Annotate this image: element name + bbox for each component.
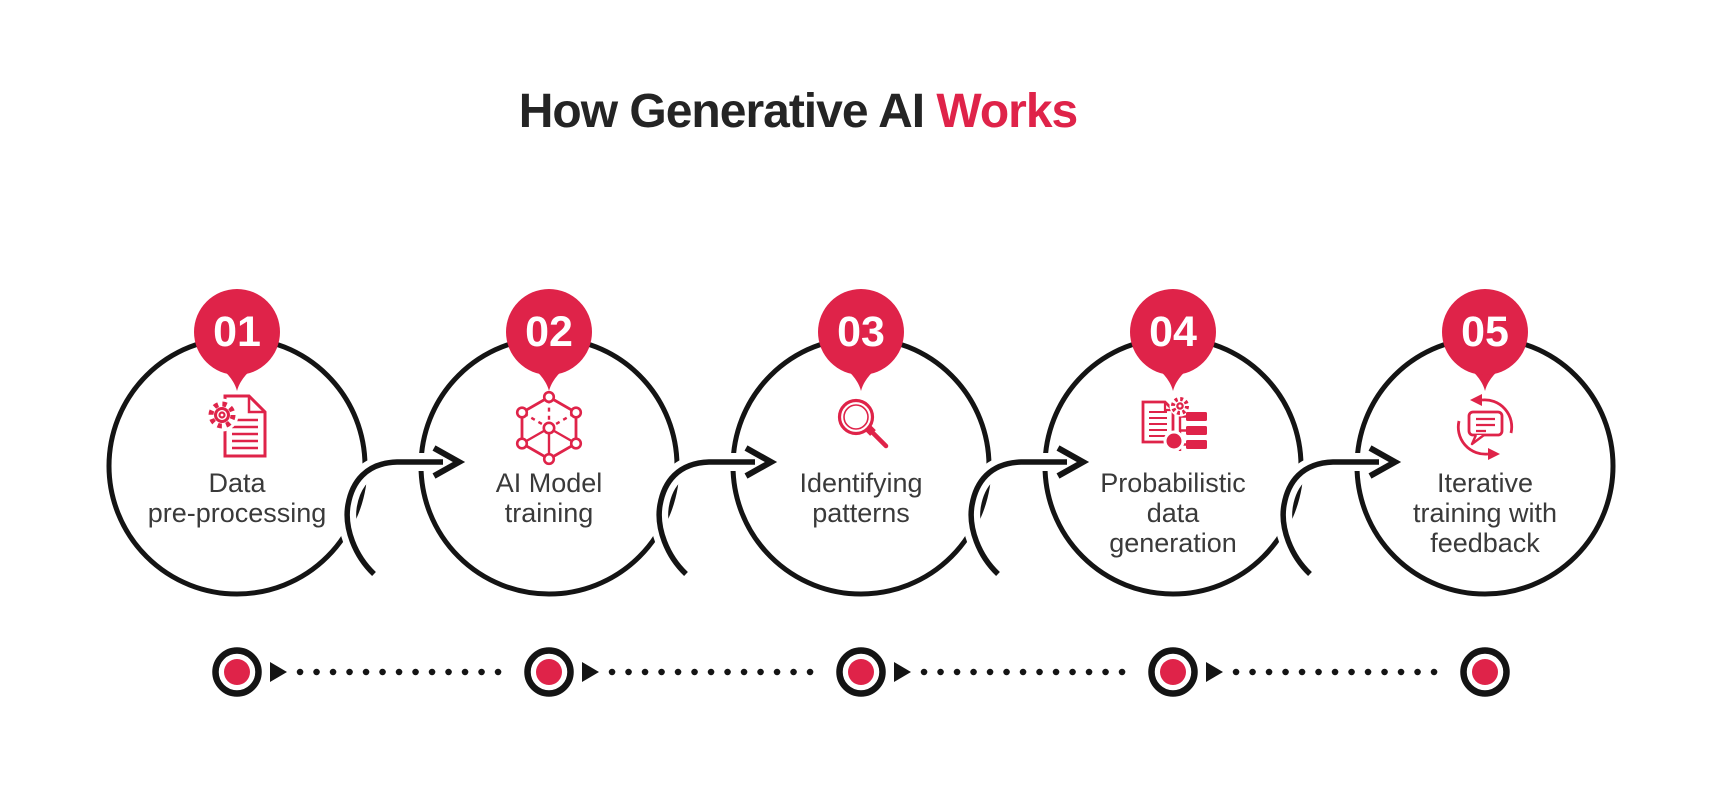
step-number-badge-1: 01 bbox=[213, 308, 261, 356]
arrow-shaft bbox=[1280, 459, 1379, 576]
iterative-training-feedback-icon bbox=[1456, 394, 1514, 460]
step-label-1: Data pre-processing bbox=[147, 468, 327, 528]
timeline-dot bbox=[1160, 659, 1186, 685]
ai-model-training-icon bbox=[515, 390, 583, 466]
badge-pin-4 bbox=[1130, 289, 1216, 391]
timeline-node-5 bbox=[1460, 647, 1510, 697]
timeline-dot bbox=[1472, 659, 1498, 685]
number-badges bbox=[194, 289, 1528, 391]
timeline-play-icon bbox=[270, 662, 287, 682]
probabilistic-data-generation-icon bbox=[1141, 395, 1207, 452]
title-highlight: Works bbox=[936, 85, 1078, 138]
arrow-head-icon bbox=[1056, 445, 1090, 479]
badge-pin-5 bbox=[1442, 289, 1528, 391]
arrow-shaft bbox=[656, 459, 755, 576]
step-number-badge-4: 04 bbox=[1149, 308, 1197, 356]
connector-arrow-1 bbox=[338, 442, 473, 581]
badge-pin-2 bbox=[506, 289, 592, 391]
timeline-dot bbox=[848, 659, 874, 685]
data-preprocessing-icon bbox=[205, 394, 267, 458]
timeline-dot bbox=[536, 659, 562, 685]
step-number-badge-2: 02 bbox=[525, 308, 573, 356]
connector-arrow-3 bbox=[962, 442, 1097, 581]
step-label-5: Iterative training with feedback bbox=[1412, 468, 1558, 558]
step-number-badge-5: 05 bbox=[1461, 308, 1509, 356]
step-label-3: Identifying patterns bbox=[799, 468, 923, 528]
timeline-node-4 bbox=[1148, 647, 1449, 697]
connector-arrow-4 bbox=[1274, 442, 1409, 581]
timeline-node-3 bbox=[836, 647, 1137, 697]
timeline-node-2 bbox=[524, 647, 825, 697]
timeline-play-icon bbox=[582, 662, 599, 682]
badge-pin-3 bbox=[818, 289, 904, 391]
timeline-node-1 bbox=[212, 647, 513, 697]
step-label-4: Probabilistic data generation bbox=[1100, 468, 1246, 558]
badge-pin-1 bbox=[194, 289, 280, 391]
arrow-shaft bbox=[968, 459, 1067, 576]
arrow-head-icon bbox=[744, 445, 778, 479]
identifying-patterns-icon bbox=[837, 398, 889, 449]
timeline-play-icon bbox=[894, 662, 911, 682]
timeline-play-icon bbox=[1206, 662, 1223, 682]
page-title: How Generative AI Works bbox=[0, 84, 1596, 139]
arrow-head-icon bbox=[1368, 445, 1402, 479]
step-number-badge-3: 03 bbox=[837, 308, 885, 356]
title-prefix: How Generative AI bbox=[518, 85, 937, 138]
connector-arrow-2 bbox=[650, 442, 785, 581]
step-label-2: AI Model training bbox=[495, 468, 603, 528]
timeline-dot bbox=[224, 659, 250, 685]
arrow-head-icon bbox=[432, 445, 466, 479]
arrow-shaft bbox=[344, 459, 443, 576]
timeline bbox=[212, 647, 1510, 697]
